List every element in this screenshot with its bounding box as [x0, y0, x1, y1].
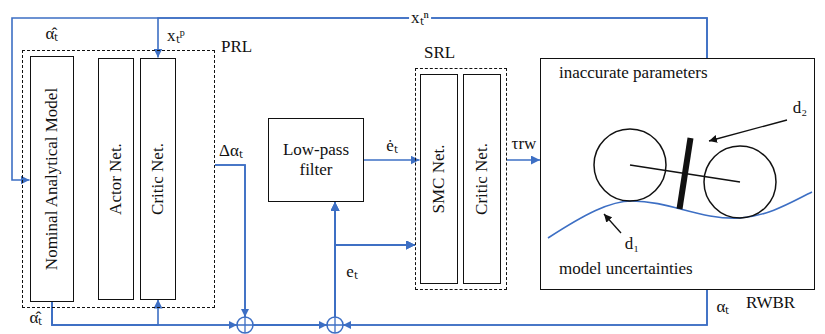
network-box: Critic Net. — [463, 74, 501, 284]
sum-cross — [327, 317, 343, 333]
box-label: Nominal Analytical Model — [42, 87, 62, 269]
network-box: SMC Net. — [420, 74, 458, 284]
rl-group: SRLSMC Net.Critic Net. — [415, 68, 507, 290]
sum-junction — [327, 317, 343, 333]
signal-label: α̂ₜ — [44, 24, 61, 44]
group-title: RWBR — [746, 293, 795, 313]
sum-cross — [237, 317, 253, 333]
signal-label: Δαₜ — [217, 141, 245, 161]
model-box: Nominal Analytical Model — [30, 56, 74, 302]
group-title: PRL — [221, 37, 252, 57]
group-title: inaccurate parameters — [559, 63, 708, 83]
signal-label: eₜ — [344, 262, 360, 282]
box-label: SMC Net. — [429, 144, 449, 213]
signal-connector — [52, 202, 335, 325]
group-title: SRL — [424, 43, 455, 63]
rl-group: PRLNominal Analytical ModelActor Net.Cri… — [22, 50, 215, 308]
leader-arrow — [709, 120, 787, 141]
signal-label: α̂ₜ — [28, 308, 45, 328]
signal-connector — [52, 300, 158, 326]
signal-connector — [364, 159, 420, 161]
signal-label: αₜ — [715, 297, 732, 317]
network-box: Critic Net. — [140, 58, 176, 300]
signal-connector — [335, 202, 707, 325]
sum-input-arrow — [229, 321, 237, 329]
box-label: Actor Net. — [106, 143, 126, 215]
leader-arrow — [604, 214, 621, 233]
sum-input-arrow — [319, 321, 327, 329]
signal-label: xₜᵖ — [165, 26, 187, 46]
plant-box: inaccurate parameters model uncertainties… — [540, 58, 815, 290]
body-bar — [680, 138, 691, 209]
sum-input-arrow — [241, 309, 249, 317]
signal-connector — [335, 245, 707, 325]
box-label: Critic Net. — [148, 143, 168, 215]
signal-connector — [507, 159, 540, 161]
sum-junction — [237, 317, 253, 333]
disturbance-label: d₁ — [623, 234, 641, 254]
filter-box: Low-pass filter — [268, 118, 364, 202]
connector-group — [12, 18, 707, 325]
box-label: Critic Net. — [472, 143, 492, 215]
signal-label: ėₜ — [384, 136, 400, 156]
network-box: Actor Net. — [98, 58, 134, 300]
box-label: Low-pass filter — [274, 140, 358, 179]
sum-input-arrow — [343, 321, 351, 329]
signal-label: τrw — [510, 134, 539, 154]
signal-label: xₜⁿ — [409, 8, 431, 28]
disturbance-label: d₂ — [791, 98, 809, 118]
group-title: model uncertainties — [559, 259, 693, 279]
